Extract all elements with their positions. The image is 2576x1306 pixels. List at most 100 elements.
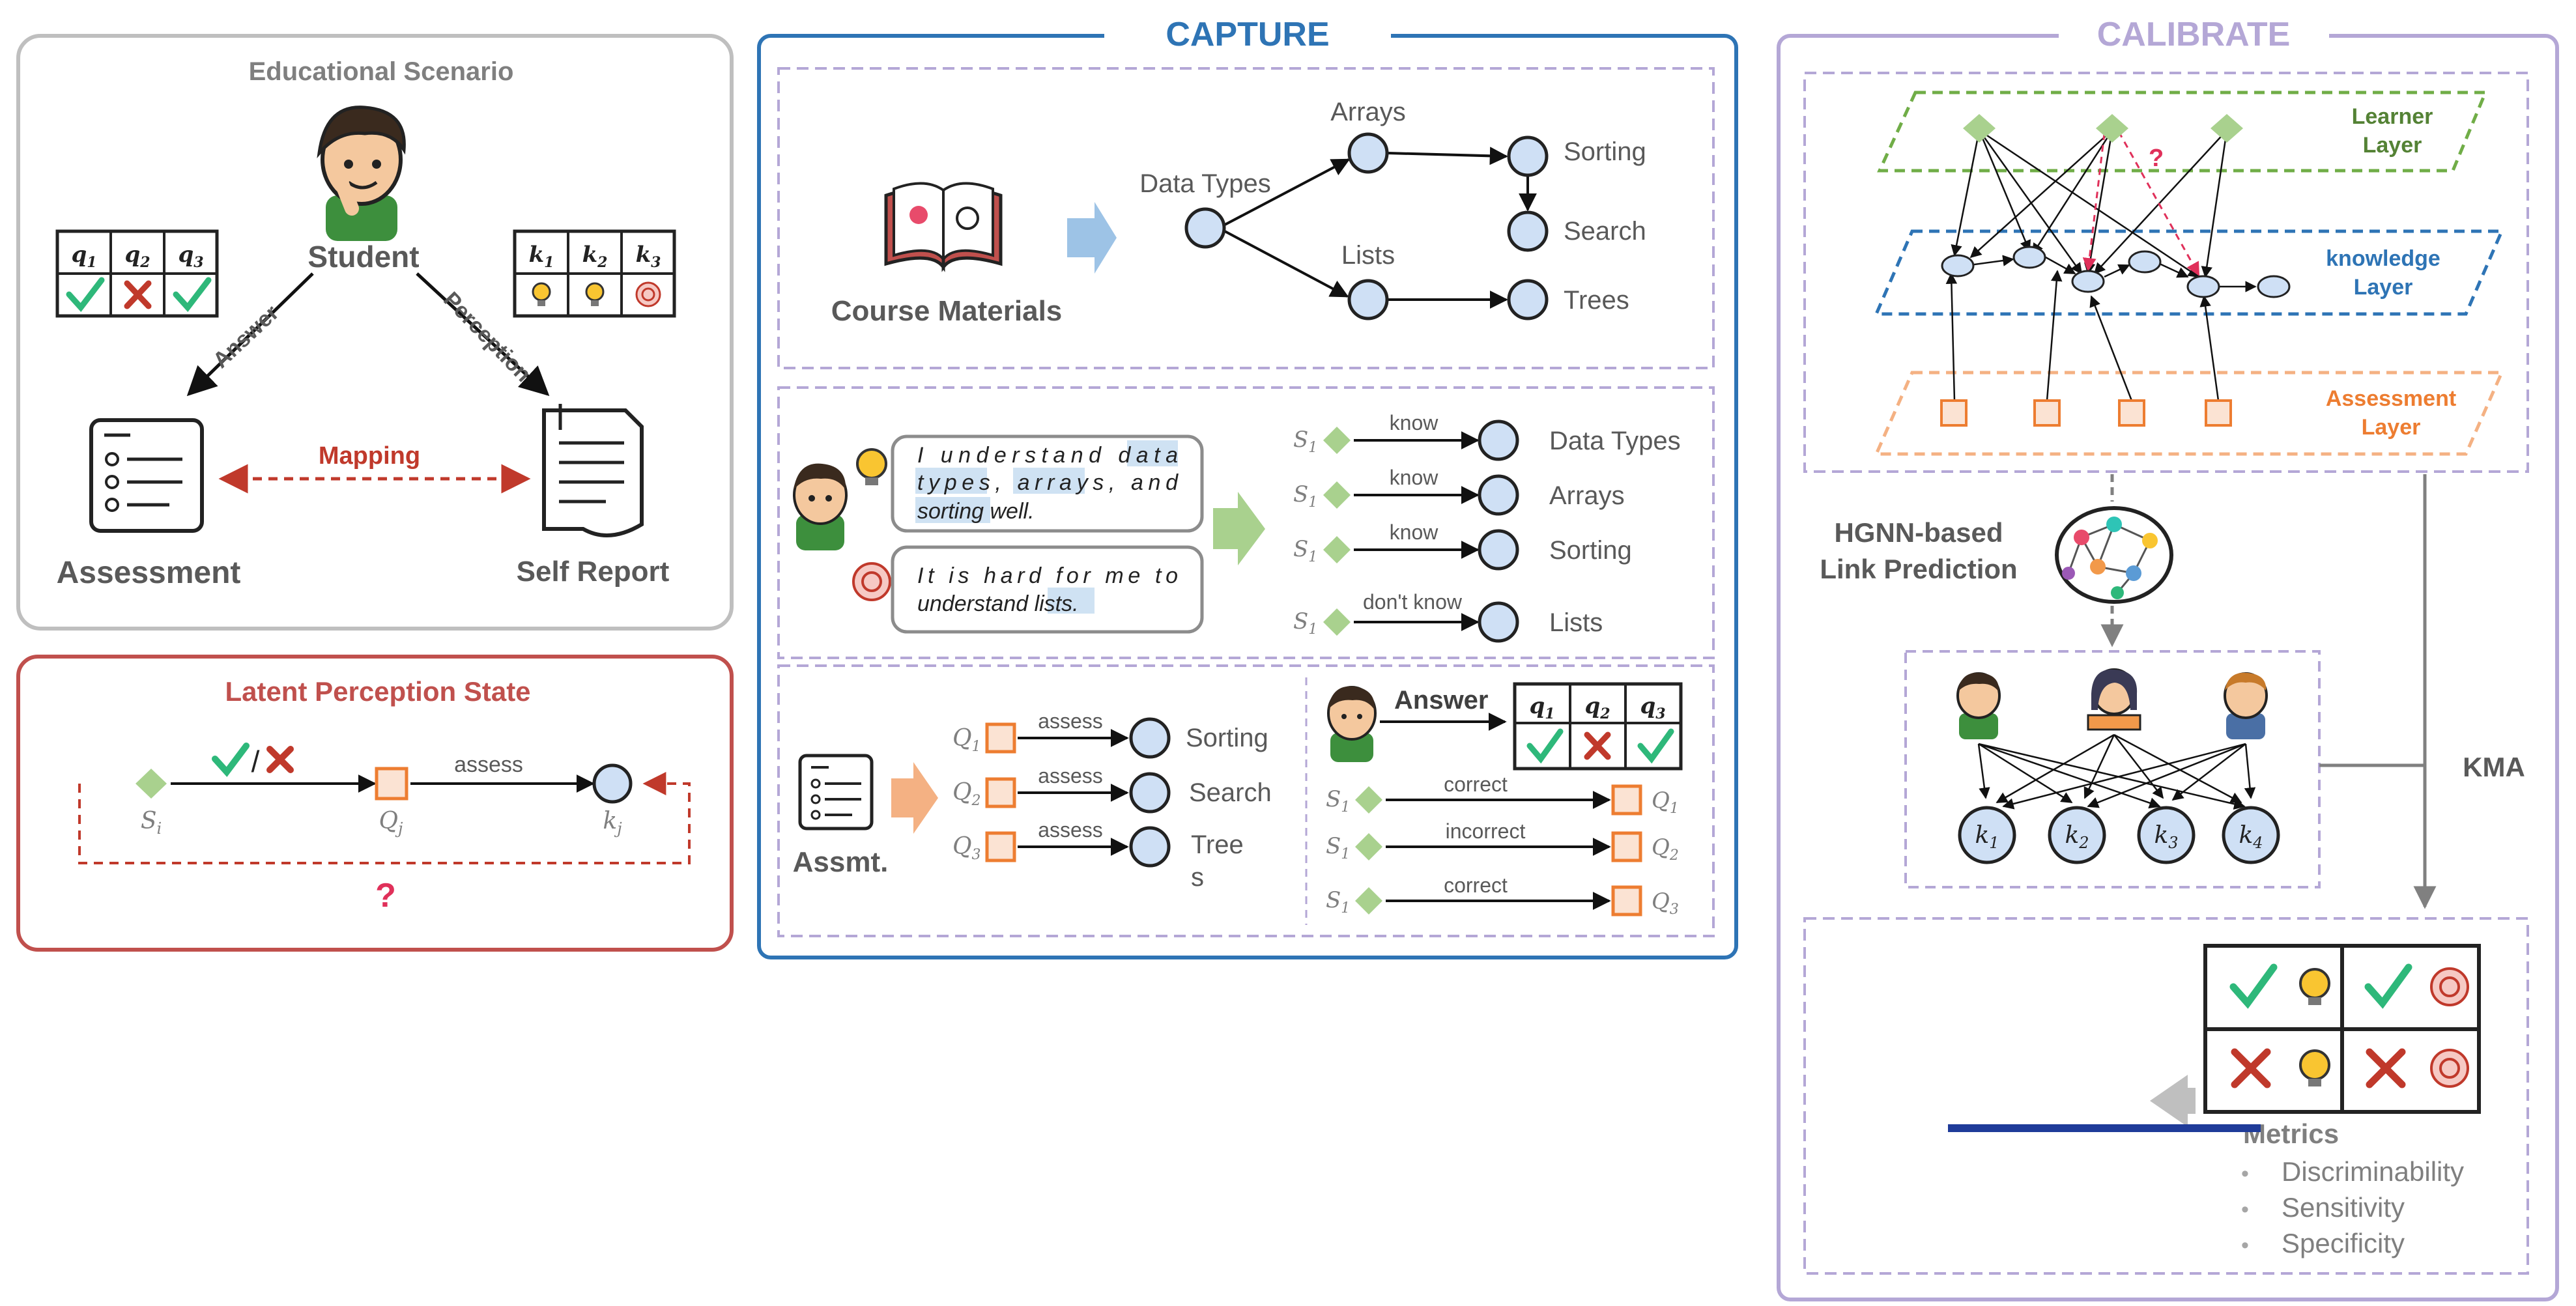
k-node-sub: 1 <box>1989 834 1999 852</box>
assessment-layer-label-1: Assessment <box>2326 386 2456 411</box>
student-avatar <box>317 106 406 241</box>
graph-label-trees: Trees <box>1564 286 1629 315</box>
capture-arrow-2 <box>1213 492 1265 565</box>
lightbulb-icon <box>856 448 887 485</box>
hgnn-label-2: Link Prediction <box>1820 554 2017 584</box>
learner-layer-label-2: Layer <box>2363 133 2422 158</box>
knowledge-node <box>2257 275 2291 298</box>
answer-row-q: Q <box>1652 834 1670 860</box>
svg-text:Q1: Q1 <box>1652 788 1679 817</box>
k-node-label: k <box>2154 822 2168 849</box>
assess-row-rel: assess <box>1038 764 1103 788</box>
svg-text:S1: S1 <box>1293 608 1317 638</box>
svg-text:q3: q3 <box>1640 693 1665 722</box>
course-materials-section: Course Materials Data Types Arrays Sorti… <box>777 67 1715 369</box>
student-avatar <box>1327 686 1377 762</box>
latent-assess-label: assess <box>454 752 523 777</box>
lightbulb-icon <box>585 282 605 306</box>
self-report-section: I understand data types, arrays, and sor… <box>777 386 1715 659</box>
svg-text:Si: Si <box>141 808 162 838</box>
assessment-layer-plane <box>1874 371 2504 456</box>
metrics-arrow <box>2150 1075 2196 1127</box>
knowledge-layer-label-1: knowledge <box>2326 246 2440 271</box>
cross-icon <box>1584 731 1611 760</box>
knowledge-node <box>592 763 633 804</box>
svg-text:k1: k1 <box>1975 822 1999 852</box>
self-report-icon <box>542 404 644 537</box>
svg-text:k1: k1 <box>529 242 554 271</box>
graph-label-arrays: Arrays <box>1330 98 1406 126</box>
check-icon <box>173 277 212 313</box>
k-node-sub: 3 <box>2168 834 2178 852</box>
answer-row-q: Q <box>1652 888 1670 915</box>
k-node-label: k <box>2065 822 2079 849</box>
k-sub-1: 1 <box>544 254 554 271</box>
student-avatar <box>1956 672 2001 739</box>
k-node: k4 <box>2222 806 2280 864</box>
learner-diamond <box>2096 114 2128 143</box>
svg-text:q1: q1 <box>1529 693 1554 722</box>
graph-node <box>1347 132 1389 174</box>
assess-row-rel: assess <box>1038 818 1103 842</box>
assessment-label: Assessment <box>57 556 241 590</box>
perception-row-node: Sorting <box>1549 536 1632 565</box>
metrics-title: Metrics <box>2243 1118 2339 1149</box>
learner-layer-plane <box>1877 91 2488 173</box>
svg-text:S1: S1 <box>1326 833 1350 862</box>
answer-header-2: q <box>1584 693 1600 719</box>
answer-sub-3: 3 <box>1655 705 1665 722</box>
k-node-sub: 4 <box>2252 834 2263 852</box>
latent-s-sub: i <box>156 819 162 838</box>
educational-scenario-panel: Educational Scenario Student q1 q2 q3 <box>16 34 734 631</box>
knowledge-node <box>2186 275 2220 298</box>
answer-row-rel: incorrect <box>1446 819 1526 843</box>
lightbulb-icon <box>2299 968 2330 1005</box>
graph-node <box>1507 279 1549 320</box>
check-icon <box>66 277 105 313</box>
metrics-item-3: Specificity <box>2282 1228 2405 1258</box>
q-header-3: q <box>178 242 193 268</box>
svg-text:q2: q2 <box>1584 693 1610 722</box>
svg-text:Q3: Q3 <box>952 833 981 863</box>
knowledge-node <box>2012 246 2046 269</box>
latent-perception-panel: Latent Perception State / assess Si Qj k… <box>16 655 734 952</box>
cross-icon <box>2366 1048 2406 1088</box>
perception-row-rel: know <box>1390 411 1439 434</box>
svg-text:S1: S1 <box>1293 427 1317 456</box>
assessment-square <box>2205 399 2232 427</box>
metrics-bullet: • <box>2241 1161 2249 1186</box>
answer-row-rel: correct <box>1444 873 1508 897</box>
mapping-label: Mapping <box>319 442 420 470</box>
perception-row-rel: don't know <box>1363 590 1463 614</box>
perception-row-node: Data Types <box>1549 427 1681 455</box>
answer-row-qsub: 2 <box>1669 847 1679 864</box>
metrics-item-1: Discriminability <box>2282 1156 2464 1187</box>
graph-label-data-types: Data Types <box>1139 169 1271 198</box>
answer-row-sub: 1 <box>1341 799 1350 816</box>
metrics-bullet: • <box>2241 1233 2249 1258</box>
answer-header-1: q <box>1529 693 1545 719</box>
check-icon <box>1637 728 1674 764</box>
cross-icon <box>266 746 294 773</box>
knowledge-node <box>2128 250 2162 274</box>
confused-brain-icon <box>635 281 661 307</box>
question-square <box>375 767 408 801</box>
perception-row-rel: know <box>1390 466 1439 489</box>
cross-icon <box>2231 1048 2271 1088</box>
k-header-3: k <box>636 242 651 268</box>
check-icon <box>1526 728 1564 764</box>
bubble2-line-2: understand lists. <box>917 591 1079 616</box>
assessment-square <box>2033 399 2061 427</box>
bubble2-line-1: It is hard for me to <box>917 563 1178 588</box>
svg-text:S1: S1 <box>1293 536 1317 565</box>
calibrate-panel: CALIBRATE Learner Layer knowledge Layer … <box>1777 14 2559 1301</box>
assess-row: Q2 assess Search <box>952 764 1272 814</box>
answer-table: q1 q2 q3 <box>1513 682 1683 771</box>
assess-row-node-line1: Tree <box>1191 830 1244 859</box>
latent-q: Q <box>379 808 399 834</box>
answer-sub-2: 2 <box>1599 705 1610 722</box>
svg-text:q2: q2 <box>124 242 150 271</box>
q-sub-3: 3 <box>193 254 203 271</box>
assess-row-q: Q <box>952 725 972 752</box>
